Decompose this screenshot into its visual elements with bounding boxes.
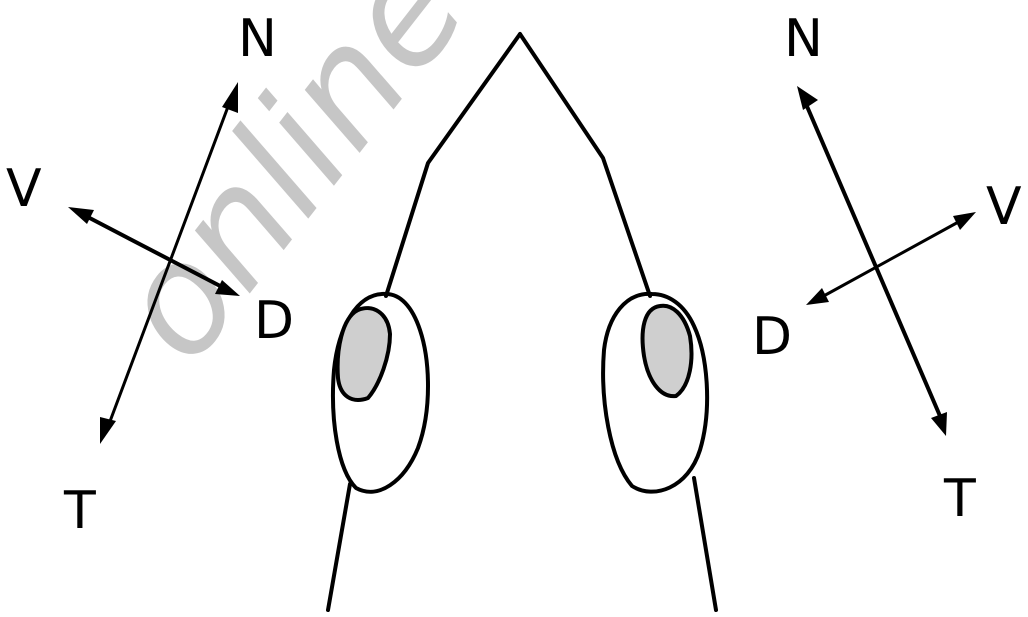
right-fingertip [601, 291, 718, 612]
right-vd-axis-line [818, 218, 964, 300]
right-nt-axis-line [804, 102, 942, 418]
left-fingertip [326, 291, 430, 612]
right-finger-lower-edge [692, 476, 718, 612]
right-fingernail [640, 303, 694, 399]
right-n-label: N [784, 9, 823, 69]
left-fingernail [335, 306, 392, 402]
left-n-arrowhead [222, 82, 238, 113]
fingers [326, 32, 718, 612]
left-t-label: T [63, 481, 96, 541]
right-finger-upper-edge [518, 32, 652, 298]
left-d-label: D [254, 291, 294, 351]
left-finger-upper-edge [384, 32, 522, 298]
left-t-arrowhead [100, 417, 116, 444]
left-v-label: V [6, 159, 42, 219]
left-n-label: N [238, 9, 277, 69]
left-vd-axis-line [80, 212, 226, 290]
right-t-label: T [943, 469, 976, 529]
right-d-arrowhead [806, 288, 829, 305]
left-axes: N V D T [6, 9, 294, 541]
right-d-label: D [752, 307, 792, 367]
watermark-text: online first [81, 0, 714, 392]
right-n-arrowhead [797, 86, 818, 110]
right-v-label: V [986, 177, 1022, 237]
left-nt-axis-line [104, 94, 234, 434]
right-t-arrowhead [931, 412, 947, 436]
left-d-arrowhead [215, 280, 240, 296]
right-fingertip-outline [601, 291, 710, 494]
left-finger-lower-edge [326, 482, 352, 612]
left-v-arrowhead [68, 207, 94, 224]
right-v-arrowhead [953, 212, 976, 230]
right-axes: N V D T [752, 9, 1022, 529]
